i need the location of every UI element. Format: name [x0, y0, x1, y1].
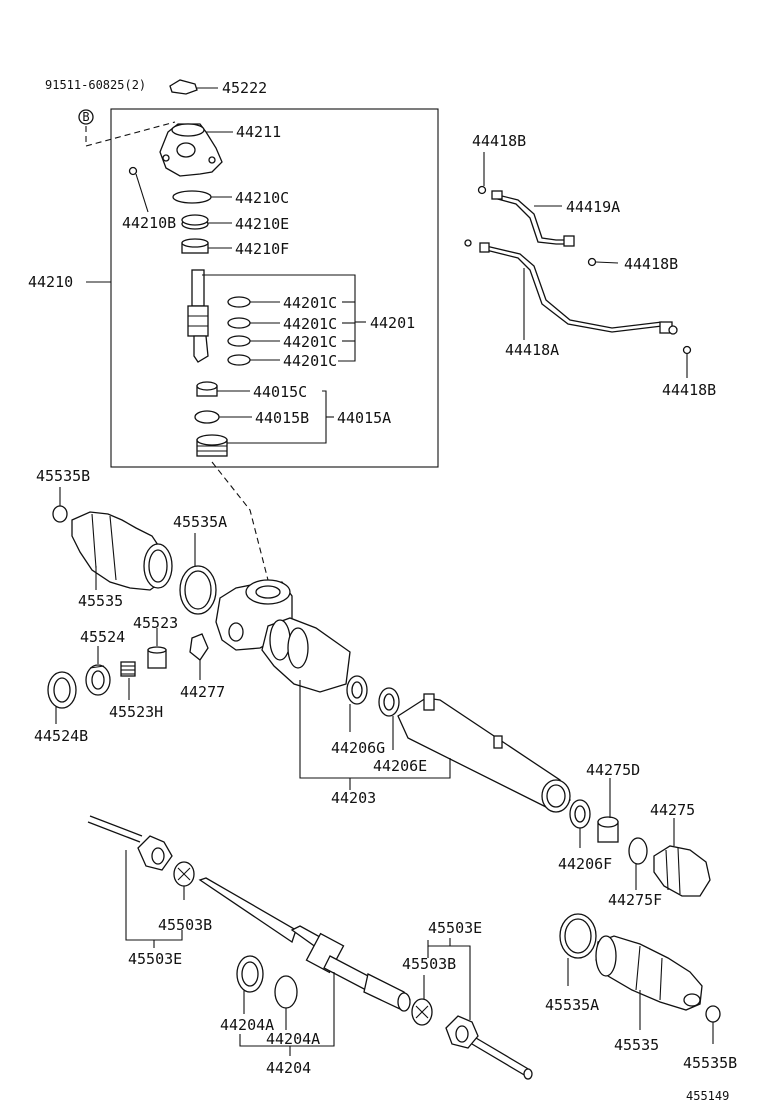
- part-45535b-clip-left: [52, 505, 68, 523]
- part-44015b: [194, 410, 220, 424]
- label-44204a-2: 44204A: [266, 1030, 320, 1048]
- label-44201c-4: 44201C: [283, 352, 337, 370]
- part-44211-gear-housing: [159, 123, 233, 177]
- part-pinion-shaft: [187, 269, 209, 363]
- label-44206e: 44206E: [373, 757, 427, 775]
- label-44201: 44201: [370, 314, 415, 332]
- label-45222: 45222: [222, 79, 267, 97]
- part-45535-boot-left: [71, 511, 173, 591]
- label-45503b-1: 45503B: [158, 916, 212, 934]
- part-44206g: [346, 675, 368, 705]
- label-44210e: 44210E: [235, 215, 289, 233]
- label-45503e-1: 45503E: [128, 950, 182, 968]
- label-44201c-3: 44201C: [283, 333, 337, 351]
- label-44418a: 44418A: [505, 341, 559, 359]
- label-44275d: 44275D: [586, 761, 640, 779]
- label-45535-2: 45535: [614, 1036, 659, 1054]
- part-45222: [169, 79, 218, 95]
- label-bolt-code: 91511-60825(2): [45, 78, 146, 92]
- label-44203: 44203: [331, 789, 376, 807]
- label-44419a: 44419A: [566, 198, 620, 216]
- label-45535-1: 45535: [78, 592, 123, 610]
- part-45535a-band-right: [559, 913, 597, 959]
- bolt-part: B: [78, 109, 176, 147]
- part-45535a-band-left: [179, 565, 217, 615]
- part-44277: [189, 633, 209, 661]
- part-44418b-union-3: [682, 345, 692, 355]
- part-44210c-oring: [172, 190, 212, 204]
- bolt-mark: B: [82, 110, 89, 124]
- part-45535-boot-right: [595, 935, 703, 1011]
- part-45503e-tie-rod-left: [87, 815, 173, 871]
- label-45535b-1: 45535B: [36, 467, 90, 485]
- label-44418b-2: 44418B: [624, 255, 678, 273]
- part-44418b-union-2: [587, 257, 597, 267]
- gear-housing-group-box: [110, 108, 439, 468]
- part-44210b: [128, 166, 138, 176]
- label-44275f: 44275F: [608, 891, 662, 909]
- part-44204a-oring: [274, 975, 298, 1009]
- label-44277: 44277: [180, 683, 225, 701]
- part-45535b-clip-right: [705, 1005, 721, 1023]
- part-44015-adjuster: [196, 434, 228, 457]
- label-45503b-2: 45503B: [402, 955, 456, 973]
- label-45503e-2: 45503E: [428, 919, 482, 937]
- part-44206f: [569, 799, 591, 829]
- part-44275d: [597, 816, 619, 843]
- part-45524: [85, 664, 111, 696]
- label-44015a: 44015A: [337, 409, 391, 427]
- part-44206e: [378, 687, 400, 717]
- part-oring-end: [628, 837, 648, 865]
- label-44210: 44210: [28, 273, 73, 291]
- part-44204a-seal: [236, 955, 264, 993]
- part-44203-rack-housing: [215, 579, 351, 693]
- label-44201c-1: 44201C: [283, 294, 337, 312]
- part-44524b: [47, 671, 77, 709]
- part-44419a-pipe: [491, 190, 575, 247]
- label-44210c: 44210C: [235, 189, 289, 207]
- label-44210b: 44210B: [122, 214, 176, 232]
- part-44210f: [181, 238, 209, 254]
- label-45523h: 45523H: [109, 703, 163, 721]
- part-44204-rack: [198, 877, 411, 1012]
- part-44275: [653, 845, 711, 897]
- label-44201c-2: 44201C: [283, 315, 337, 333]
- part-44201c-seals: [227, 296, 251, 366]
- label-44206g: 44206G: [331, 739, 385, 757]
- part-45523: [147, 646, 167, 669]
- part-cylinder-tube: [397, 693, 571, 813]
- label-44204: 44204: [266, 1059, 311, 1077]
- label-44275: 44275: [650, 801, 695, 819]
- label-45535a-1: 45535A: [173, 513, 227, 531]
- diagram-code: 455149: [686, 1089, 729, 1103]
- part-45503b-locknut-right: [411, 998, 433, 1026]
- label-44418b-3: 44418B: [662, 381, 716, 399]
- label-45535b-2: 45535B: [683, 1054, 737, 1072]
- part-45523h-spring: [120, 661, 136, 677]
- label-45535a-2: 45535A: [545, 996, 599, 1014]
- part-44210e: [181, 214, 209, 230]
- part-44015c: [196, 381, 218, 397]
- label-44418b-1: 44418B: [472, 132, 526, 150]
- label-44524b: 44524B: [34, 727, 88, 745]
- label-44015b: 44015B: [255, 409, 309, 427]
- part-45503b-locknut-left: [173, 861, 195, 887]
- label-44210f: 44210F: [235, 240, 289, 258]
- label-44206f: 44206F: [558, 855, 612, 873]
- label-44211: 44211: [236, 123, 281, 141]
- label-44015c: 44015C: [253, 383, 307, 401]
- part-44418b-union-1: [477, 185, 487, 195]
- label-45524: 45524: [80, 628, 125, 646]
- part-45503e-tie-rod-right: [445, 1015, 533, 1080]
- part-44418a-pipe: [464, 239, 678, 335]
- label-45523: 45523: [133, 614, 178, 632]
- label-44204a-1: 44204A: [220, 1016, 274, 1034]
